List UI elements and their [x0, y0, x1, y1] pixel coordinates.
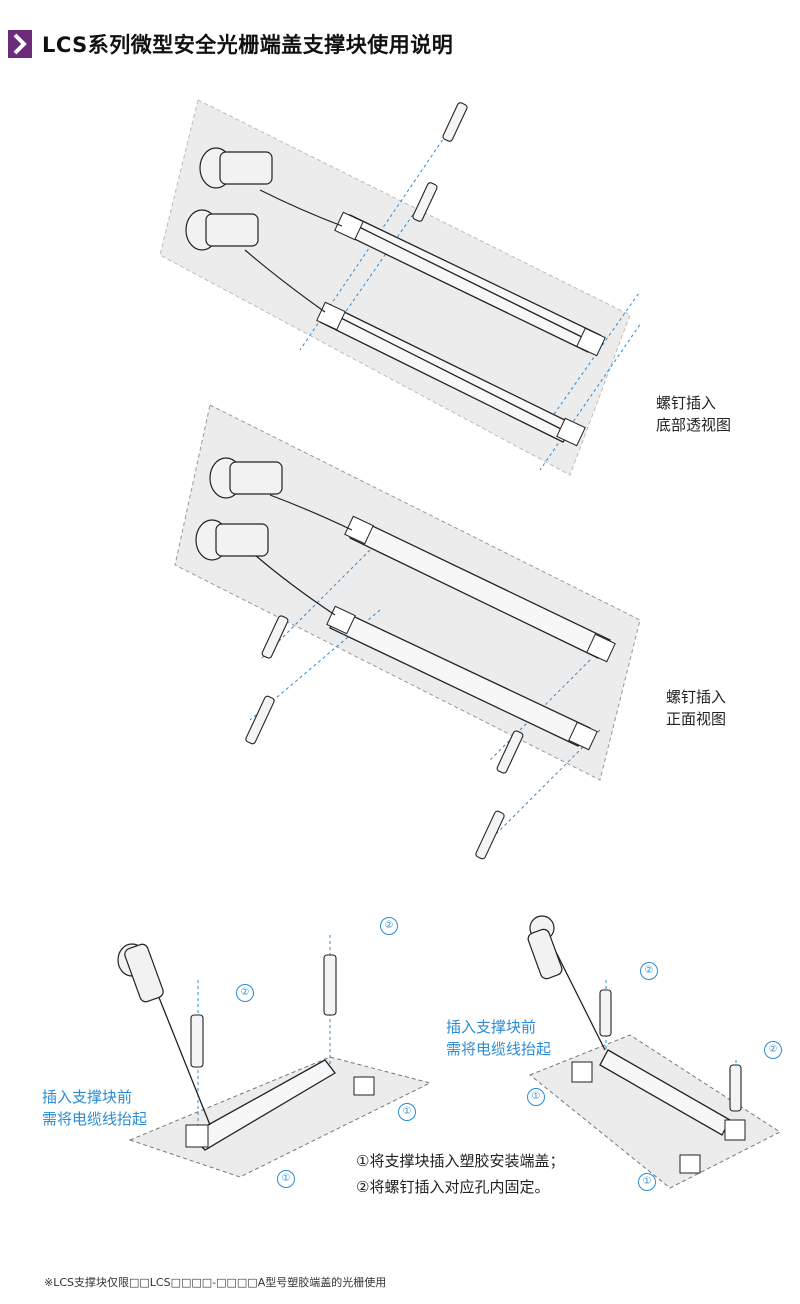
chevron-right-icon — [8, 30, 32, 58]
page-title: LCS系列微型安全光栅端盖支撑块使用说明 — [42, 33, 454, 57]
front-view-label: 螺钉插入 正面视图 — [666, 686, 726, 730]
bottom-view-figure — [160, 99, 640, 476]
instruction-step-2: ②将螺钉插入对应孔内固定。 — [356, 1178, 550, 1196]
instruction-steps: ①将支撑块插入塑胶安装端盖； ②将螺钉插入对应孔内固定。 — [356, 1148, 564, 1200]
lift-cable-note-right: 插入支撑块前 需将电缆线抬起 — [446, 1016, 551, 1060]
bottom-view-label-line1: 螺钉插入 — [656, 394, 717, 412]
step-1-marker: ① — [277, 1170, 295, 1188]
install-figure-right — [527, 915, 782, 1189]
step-2-marker: ② — [236, 984, 254, 1002]
step-2-marker: ② — [764, 1041, 782, 1059]
lift-cable-note-right-line1: 插入支撑块前 — [446, 1018, 537, 1036]
page-header: LCS系列微型安全光栅端盖支撑块使用说明 — [8, 28, 453, 60]
lift-cable-note-right-line2: 需将电缆线抬起 — [446, 1040, 552, 1058]
install-figure-left — [117, 935, 432, 1178]
lift-cable-note-left-line1: 插入支撑块前 — [42, 1088, 133, 1106]
lift-cable-note-left: 插入支撑块前 需将电缆线抬起 — [42, 1086, 147, 1130]
lift-cable-note-left-line2: 需将电缆线抬起 — [42, 1110, 148, 1128]
step-2-marker: ② — [640, 962, 658, 980]
instruction-step-1: ①将支撑块插入塑胶安装端盖； — [356, 1152, 565, 1170]
bottom-view-label: 螺钉插入 底部透视图 — [656, 392, 731, 436]
front-view-figure — [174, 404, 641, 860]
step-1-marker: ① — [638, 1173, 656, 1191]
step-2-marker: ② — [380, 917, 398, 935]
front-view-label-line1: 螺钉插入 — [666, 688, 727, 706]
footnote: ※LCS支撑块仅限□□LCS□□□□-□□□□A型号塑胶端盖的光栅使用 — [44, 1276, 387, 1289]
step-1-marker: ① — [398, 1103, 416, 1121]
front-view-label-line2: 正面视图 — [666, 710, 727, 728]
bottom-view-label-line2: 底部透视图 — [656, 416, 732, 434]
step-1-marker: ① — [527, 1088, 545, 1106]
